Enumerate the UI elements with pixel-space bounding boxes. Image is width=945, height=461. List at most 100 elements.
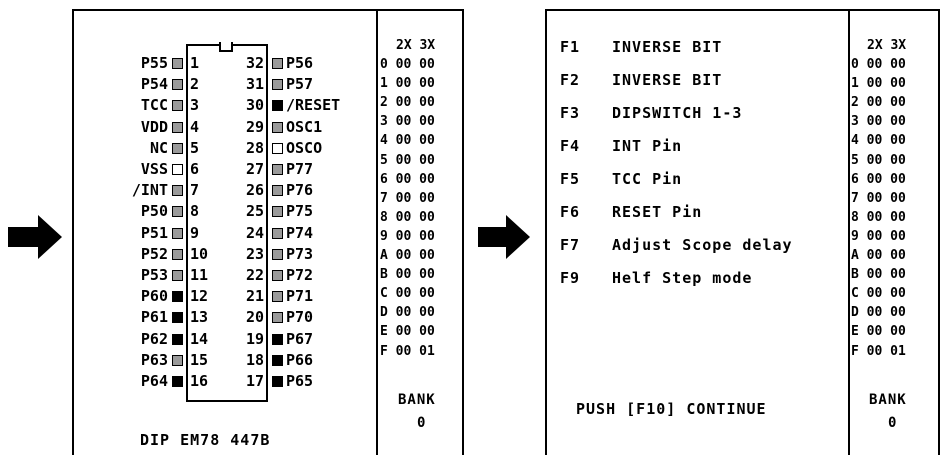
register-row: 5 00 00 — [851, 152, 906, 168]
pin-number: 24 — [245, 223, 264, 242]
pin-number: 11 — [190, 266, 209, 284]
pin-state-indicator — [272, 291, 283, 303]
function-key: F5 — [560, 170, 581, 188]
register-row: 9 00 00 — [380, 228, 435, 244]
pin-number: 23 — [245, 244, 264, 263]
register-row: B 00 00 — [380, 267, 435, 283]
pin-number: 14 — [190, 329, 209, 348]
pin-state-indicator — [272, 248, 283, 260]
pin-state-indicator — [272, 270, 283, 281]
pin-name: P53 — [140, 266, 168, 284]
pin-name: P61 — [140, 308, 168, 327]
pin-number: 6 — [190, 160, 200, 178]
register-row: 4 00 00 — [380, 133, 435, 149]
pin-state-indicator — [272, 206, 283, 218]
register-row: 8 00 00 — [380, 209, 435, 225]
pin-name: P65 — [286, 372, 314, 390]
function-label: INVERSE BIT — [612, 71, 723, 89]
pin-state-indicator — [172, 333, 183, 345]
register-row: 7 00 00 — [851, 190, 906, 206]
pin-state-indicator — [172, 206, 183, 218]
pin-name: P63 — [140, 350, 168, 369]
bank-value: 0 — [417, 415, 427, 431]
pin-number: 27 — [245, 160, 264, 178]
pin-number: 13 — [190, 308, 209, 327]
register-row: 8 00 00 — [851, 209, 906, 225]
register-row: 6 00 00 — [851, 171, 906, 187]
register-row: C 00 00 — [380, 286, 435, 302]
pin-number: 31 — [245, 75, 264, 94]
function-key: F3 — [560, 104, 581, 122]
register-row: 9 00 00 — [851, 228, 906, 244]
pin-number: 7 — [190, 181, 200, 200]
register-row: 4 00 00 — [851, 133, 906, 149]
pin-number: 2 — [190, 75, 200, 94]
pin-state-indicator — [272, 79, 283, 91]
pin-state-indicator — [272, 100, 283, 112]
pin-state-indicator — [272, 164, 283, 175]
bank-value: 0 — [888, 415, 898, 431]
pin-number: 25 — [245, 202, 264, 221]
pin-name: P71 — [286, 287, 314, 306]
pin-name: P74 — [286, 223, 314, 242]
register-row: F 00 01 — [380, 343, 435, 359]
pin-name: VSS — [140, 160, 168, 178]
function-key: F1 — [560, 38, 581, 56]
pin-number: 1 — [190, 54, 200, 72]
register-row: D 00 00 — [380, 305, 435, 321]
pin-state-indicator — [172, 270, 183, 281]
function-key: F6 — [560, 203, 581, 221]
function-label: INT Pin — [612, 137, 683, 155]
register-row: F 00 01 — [851, 343, 906, 359]
pin-number: 22 — [245, 266, 264, 284]
register-row: 7 00 00 — [380, 190, 435, 206]
pin-state-indicator — [172, 227, 183, 239]
pin-number: 5 — [190, 138, 200, 157]
arrow-right-icon — [8, 215, 62, 259]
pin-state-indicator — [172, 164, 183, 175]
pin-state-indicator — [172, 79, 183, 91]
register-row: 1 00 00 — [851, 76, 906, 92]
pin-state-indicator — [172, 121, 183, 133]
function-label: INVERSE BIT — [612, 38, 723, 56]
register-row: B 00 00 — [851, 267, 906, 283]
pin-name: OSC1 — [286, 117, 323, 136]
pin-state-indicator — [172, 142, 183, 154]
function-key: F2 — [560, 71, 581, 89]
register-row: 3 00 00 — [851, 114, 906, 130]
pin-state-indicator — [272, 312, 283, 324]
pin-name: P73 — [286, 244, 314, 263]
pin-name: P60 — [140, 287, 168, 306]
register-row: 6 00 00 — [380, 171, 435, 187]
pin-number: 21 — [245, 287, 264, 306]
pin-number: 30 — [245, 96, 264, 115]
pin-state-indicator — [172, 185, 183, 197]
register-row: 2 00 00 — [851, 95, 906, 111]
pin-name: P52 — [140, 244, 168, 263]
register-header: 2X 3X — [396, 38, 436, 53]
pin-number: 17 — [245, 372, 264, 390]
register-row: 0 00 00 — [851, 57, 906, 72]
chip-notch — [219, 42, 233, 52]
pin-state-indicator — [172, 58, 183, 69]
function-key: F7 — [560, 236, 581, 254]
function-label: TCC Pin — [612, 170, 683, 188]
pin-number: 32 — [245, 54, 264, 72]
arrow-right-icon — [478, 215, 530, 259]
pin-number: 18 — [245, 350, 264, 369]
pin-name: /INT — [131, 181, 168, 200]
bank-label: BANK — [869, 392, 907, 408]
register-row: 0 00 00 — [380, 57, 435, 72]
register-row: 1 00 00 — [380, 76, 435, 92]
pin-name: P76 — [286, 181, 314, 200]
pin-number: 16 — [190, 372, 209, 390]
function-label: Adjust Scope delay — [612, 236, 793, 254]
function-key: F9 — [560, 269, 581, 287]
pin-state-indicator — [172, 354, 183, 366]
pin-name: P70 — [286, 308, 314, 327]
function-label: Helf Step mode — [612, 269, 753, 287]
function-key: F4 — [560, 137, 581, 155]
register-header: 2X 3X — [867, 38, 907, 53]
pin-state-indicator — [272, 376, 283, 387]
register-row: C 00 00 — [851, 286, 906, 302]
